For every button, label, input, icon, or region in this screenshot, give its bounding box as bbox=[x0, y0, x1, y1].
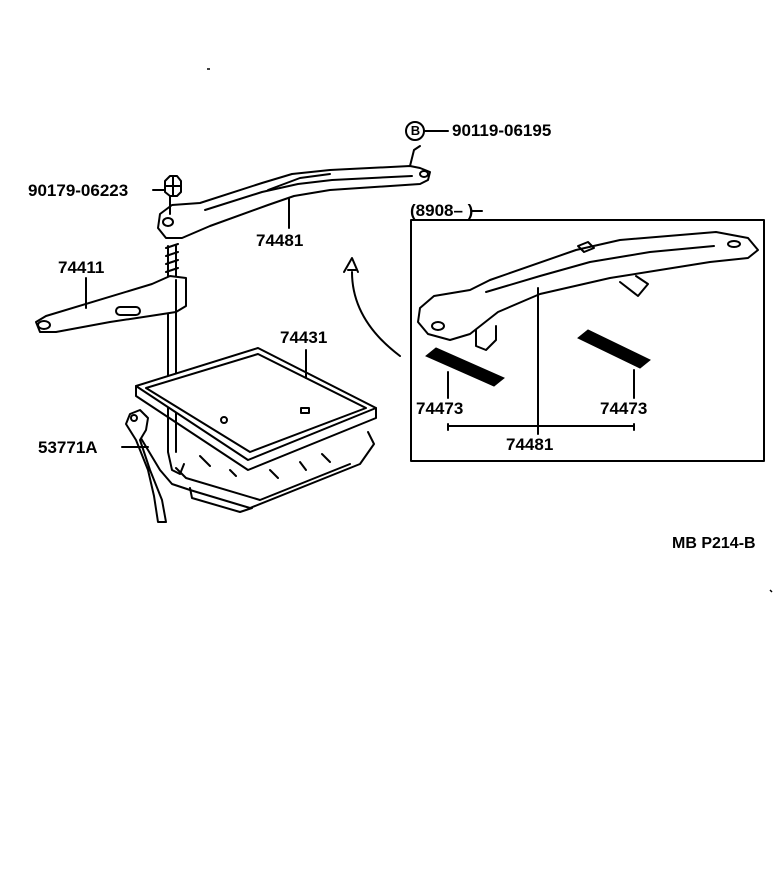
label-74481-main: 74481 bbox=[256, 231, 304, 250]
label-74431: 74431 bbox=[280, 328, 328, 347]
pad-left bbox=[425, 347, 505, 387]
circle-b-letter: B bbox=[410, 123, 421, 138]
curved-arrow bbox=[343, 257, 401, 357]
inset-leaders bbox=[447, 210, 635, 435]
hold-down-clamp-main bbox=[157, 145, 431, 239]
nut-90179 bbox=[164, 175, 182, 215]
bracket-74411 bbox=[35, 275, 187, 333]
bolt-90119 bbox=[405, 121, 449, 141]
edge-mark bbox=[769, 589, 773, 593]
label-74473-left: 74473 bbox=[416, 399, 464, 418]
label-90119-06195: 90119-06195 bbox=[452, 121, 552, 140]
label-74481-inset: 74481 bbox=[506, 435, 554, 454]
tray-support bbox=[125, 409, 375, 523]
label-74473-right: 74473 bbox=[600, 399, 648, 418]
drawing-code: MB P214-B bbox=[672, 535, 756, 552]
label-90179-06223: 90179-06223 bbox=[28, 181, 129, 200]
pad-right bbox=[577, 329, 651, 369]
inset-clamp bbox=[417, 231, 759, 351]
battery-tray-74431 bbox=[135, 347, 377, 471]
label-53771A: 53771A bbox=[38, 438, 98, 457]
label-74411: 74411 bbox=[58, 258, 105, 277]
inset-frame bbox=[410, 219, 765, 462]
label-date-range: (8908– ) bbox=[410, 201, 474, 220]
